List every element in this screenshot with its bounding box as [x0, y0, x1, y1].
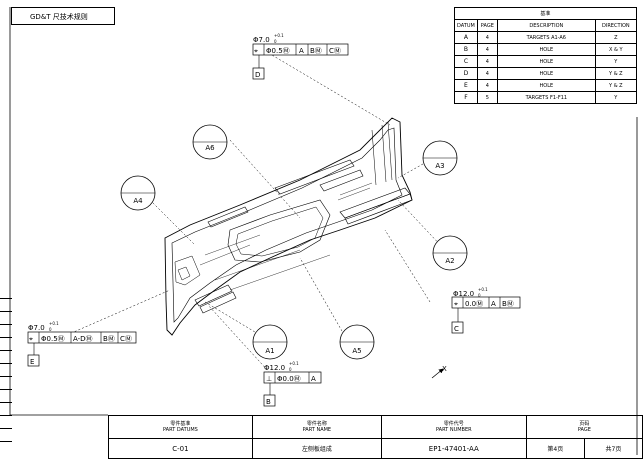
- svg-text:X: X: [442, 365, 447, 373]
- datum-target-A6: A6: [192, 124, 228, 160]
- svg-text:Φ0.5Ⓜ: Φ0.5Ⓜ: [41, 335, 65, 343]
- sheet-title: GD&T 尺技术规则: [11, 7, 115, 25]
- revision-strip: [0, 298, 12, 454]
- svg-text:Φ7.0: Φ7.0: [253, 36, 270, 44]
- value-page-current: 第4页: [525, 438, 585, 459]
- svg-text:⌖: ⌖: [254, 47, 258, 55]
- callout-datum-C: Φ12.0 +0.1 0 ⌖ 0.0Ⓜ A BⓂ C: [451, 287, 521, 334]
- svg-text:A1: A1: [265, 347, 274, 355]
- svg-text:⊥: ⊥: [266, 375, 272, 383]
- value-part-datums: C-01: [108, 438, 253, 459]
- x-axis-indicator: X: [431, 365, 447, 379]
- datum-target-A2: A2: [432, 235, 468, 271]
- callout-datum-E: Φ7.0 +0.1 0 ⌖ Φ0.5Ⓜ A-DⓂ BⓂ CⓂ E: [27, 321, 137, 367]
- svg-text:⌖: ⌖: [29, 335, 33, 343]
- svg-text:BⓂ: BⓂ: [310, 47, 322, 55]
- svg-text:C: C: [454, 325, 459, 333]
- svg-text:CⓂ: CⓂ: [329, 47, 341, 55]
- svg-text:+0.1: +0.1: [49, 321, 59, 326]
- svg-text:Φ0.5Ⓜ: Φ0.5Ⓜ: [266, 47, 290, 55]
- svg-text:A: A: [491, 300, 496, 308]
- svg-text:A2: A2: [445, 257, 454, 265]
- svg-text:+0.1: +0.1: [274, 33, 284, 38]
- value-page-total: 共7页: [583, 438, 643, 459]
- svg-text:+0.1: +0.1: [289, 361, 299, 366]
- svg-text:A5: A5: [352, 347, 361, 355]
- side-panel-part: [164, 117, 413, 336]
- svg-text:0: 0: [49, 327, 52, 332]
- svg-text:BⓂ: BⓂ: [502, 300, 514, 308]
- svg-text:D: D: [255, 71, 260, 79]
- svg-text:A4: A4: [133, 197, 143, 205]
- svg-text:+0.1: +0.1: [478, 287, 488, 292]
- value-part-name: 左侧板组成: [251, 438, 382, 459]
- leader-lines: [59, 44, 446, 374]
- callout-datum-D: Φ7.0 +0.1 0 ⌖ Φ0.5Ⓜ A BⓂ CⓂ D: [252, 33, 349, 80]
- datum-target-A5: A5: [339, 324, 375, 360]
- svg-text:0.0Ⓜ: 0.0Ⓜ: [465, 300, 483, 308]
- svg-text:B: B: [266, 398, 271, 406]
- datum-target-A3: A3: [422, 140, 458, 176]
- svg-text:0: 0: [478, 293, 481, 298]
- svg-text:A3: A3: [435, 162, 444, 170]
- callout-datum-B: Φ12.0 +0.1 0 ⊥ Φ0.0Ⓜ A B: [263, 361, 322, 407]
- svg-text:CⓂ: CⓂ: [120, 335, 132, 343]
- svg-text:A6: A6: [205, 144, 215, 152]
- svg-text:Φ12.0: Φ12.0: [264, 364, 285, 372]
- datum-target-A1: A1: [252, 324, 288, 360]
- value-part-number: EP1-47401-AA: [380, 438, 527, 459]
- svg-text:⌖: ⌖: [454, 300, 458, 308]
- svg-text:BⓂ: BⓂ: [103, 335, 115, 343]
- svg-text:Φ7.0: Φ7.0: [28, 324, 45, 332]
- svg-text:Φ0.0Ⓜ: Φ0.0Ⓜ: [277, 375, 301, 383]
- svg-text:A: A: [299, 47, 304, 55]
- svg-text:E: E: [30, 358, 34, 366]
- svg-text:Φ12.0: Φ12.0: [453, 290, 474, 298]
- svg-text:0: 0: [274, 39, 277, 44]
- svg-text:A-DⓂ: A-DⓂ: [73, 335, 93, 343]
- svg-text:A: A: [311, 375, 316, 383]
- datum-target-A4: A4: [120, 175, 156, 211]
- svg-text:0: 0: [289, 367, 292, 372]
